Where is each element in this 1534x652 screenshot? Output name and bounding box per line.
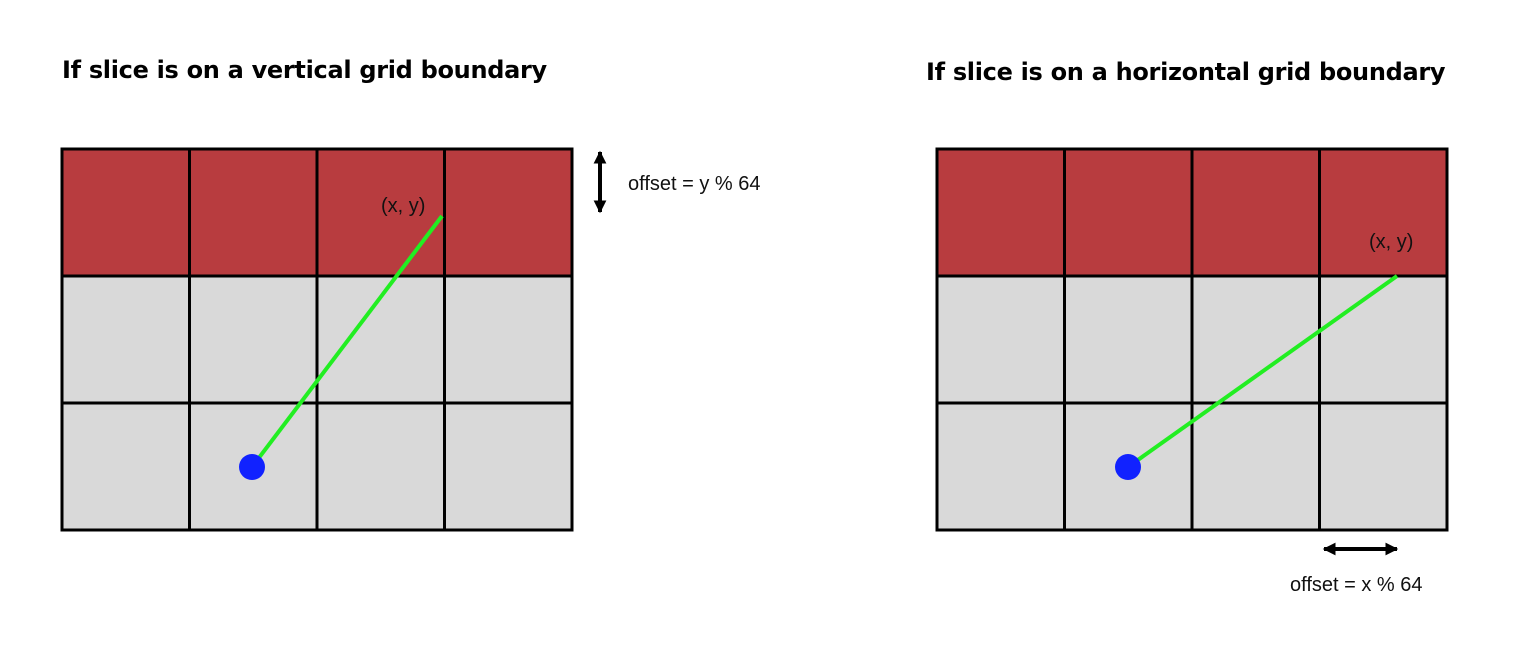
right-grid-cell-r2-c0 [937,403,1065,530]
left-grid-lines [60,147,574,532]
right-grid-cell-r0-c3 [1319,149,1447,276]
left-grid-cell-r2-c0 [62,403,190,530]
left-grid-cell-r1-c3 [444,276,572,403]
left-grid: (x, y) [60,147,574,532]
left-grid-cell-r1-c1 [189,276,317,403]
right-grid-cell-r1-c2 [1192,276,1320,403]
left-offset-label: offset = y % 64 [628,173,761,195]
left-panel-title: If slice is on a vertical grid boundary [62,56,547,84]
right-grid: (x, y) [935,147,1449,532]
right-player-dot [1115,454,1141,480]
left-point-label: (x, y) [381,195,425,217]
right-point-label: (x, y) [1369,231,1413,253]
right-grid-cell-r1-c0 [937,276,1065,403]
right-panel-title: If slice is on a horizontal grid boundar… [926,58,1446,86]
right-grid-cell-r0-c2 [1192,149,1320,276]
left-grid-cell-r0-c2 [317,149,445,276]
right-grid-lines [935,147,1449,532]
right-grid-cell-r1-c1 [1064,276,1192,403]
left-ray-line [250,214,444,469]
right-grid-cell-r2-c2 [1192,403,1320,530]
right-offset-label: offset = x % 64 [1290,574,1423,596]
left-player-dot [239,454,265,480]
right-ray-line [1126,274,1399,469]
left-grid-cell-r2-c2 [317,403,445,530]
right-grid-cell-r1-c3 [1319,276,1447,403]
left-grid-cell-r0-c1 [189,149,317,276]
left-grid-cell-r0-c0 [62,149,190,276]
right-grid-cell-r2-c3 [1319,403,1447,530]
left-grid-cell-r1-c0 [62,276,190,403]
left-grid-cell-r2-c3 [444,403,572,530]
left-grid-cell-r0-c3 [444,149,572,276]
right-grid-cell-r0-c1 [1064,149,1192,276]
right-grid-cell-r0-c0 [937,149,1065,276]
